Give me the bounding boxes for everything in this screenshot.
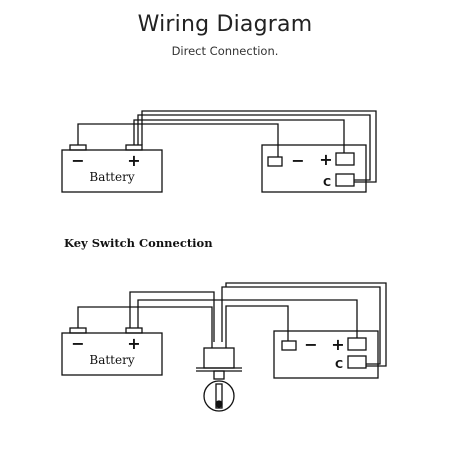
wire-1-negative bbox=[77, 123, 279, 157]
page-subtitle: Direct Connection. bbox=[171, 44, 279, 58]
key-switch-heading: Key Switch Connection bbox=[64, 236, 213, 250]
wire-2-positive-to-switch bbox=[129, 291, 215, 342]
controller-1-neg-sign: − bbox=[291, 151, 304, 170]
battery-1-neg-sign: − bbox=[71, 151, 84, 170]
key-switch-icon bbox=[196, 342, 242, 412]
controller-2-pos-terminal bbox=[347, 337, 367, 351]
battery-1-label: Battery bbox=[89, 170, 134, 184]
battery-1-body bbox=[61, 149, 163, 193]
controller-2-c-terminal bbox=[347, 355, 367, 369]
battery-1-pos-sign: + bbox=[127, 151, 140, 170]
controller-2-pos-sign: + bbox=[331, 335, 344, 354]
battery-2-label: Battery bbox=[89, 353, 134, 367]
battery-2-neg-sign: − bbox=[71, 334, 84, 353]
wire-2-switch-to-controller bbox=[225, 305, 289, 342]
direct-connection-group bbox=[61, 110, 377, 193]
controller-1-pos-terminal bbox=[335, 152, 355, 166]
wire-2-positive-to-controller bbox=[137, 299, 358, 338]
battery-1-pos-terminal bbox=[125, 144, 143, 151]
page-title: Wiring Diagram bbox=[137, 12, 313, 37]
battery-2-pos-sign: + bbox=[127, 334, 140, 353]
battery-1-neg-terminal bbox=[69, 144, 87, 151]
controller-2-body bbox=[273, 330, 379, 379]
battery-2-neg-terminal bbox=[69, 327, 87, 334]
controller-1-c-terminal bbox=[335, 173, 355, 187]
controller-2-neg-sign: − bbox=[304, 335, 317, 354]
controller-1-body bbox=[261, 144, 367, 193]
controller-1-pos-sign: + bbox=[319, 150, 332, 169]
wire-1-positive-a bbox=[133, 119, 345, 153]
battery-2-body bbox=[61, 332, 163, 376]
wire-2-negative-to-switch bbox=[77, 306, 213, 342]
wire-1-positive-b bbox=[137, 114, 371, 181]
controller-2-c-label: C bbox=[335, 358, 343, 371]
controller-1-neg-terminal bbox=[267, 156, 283, 167]
controller-2-neg-terminal bbox=[281, 340, 297, 351]
battery-2-pos-terminal bbox=[125, 327, 143, 334]
wire-1-positive-c bbox=[141, 110, 377, 183]
key-switch-connection-group bbox=[61, 282, 387, 412]
controller-1-c-label: C bbox=[323, 176, 331, 189]
wire-2-c-terminal-b bbox=[225, 282, 387, 367]
wire-2-c-terminal-a bbox=[221, 286, 381, 365]
